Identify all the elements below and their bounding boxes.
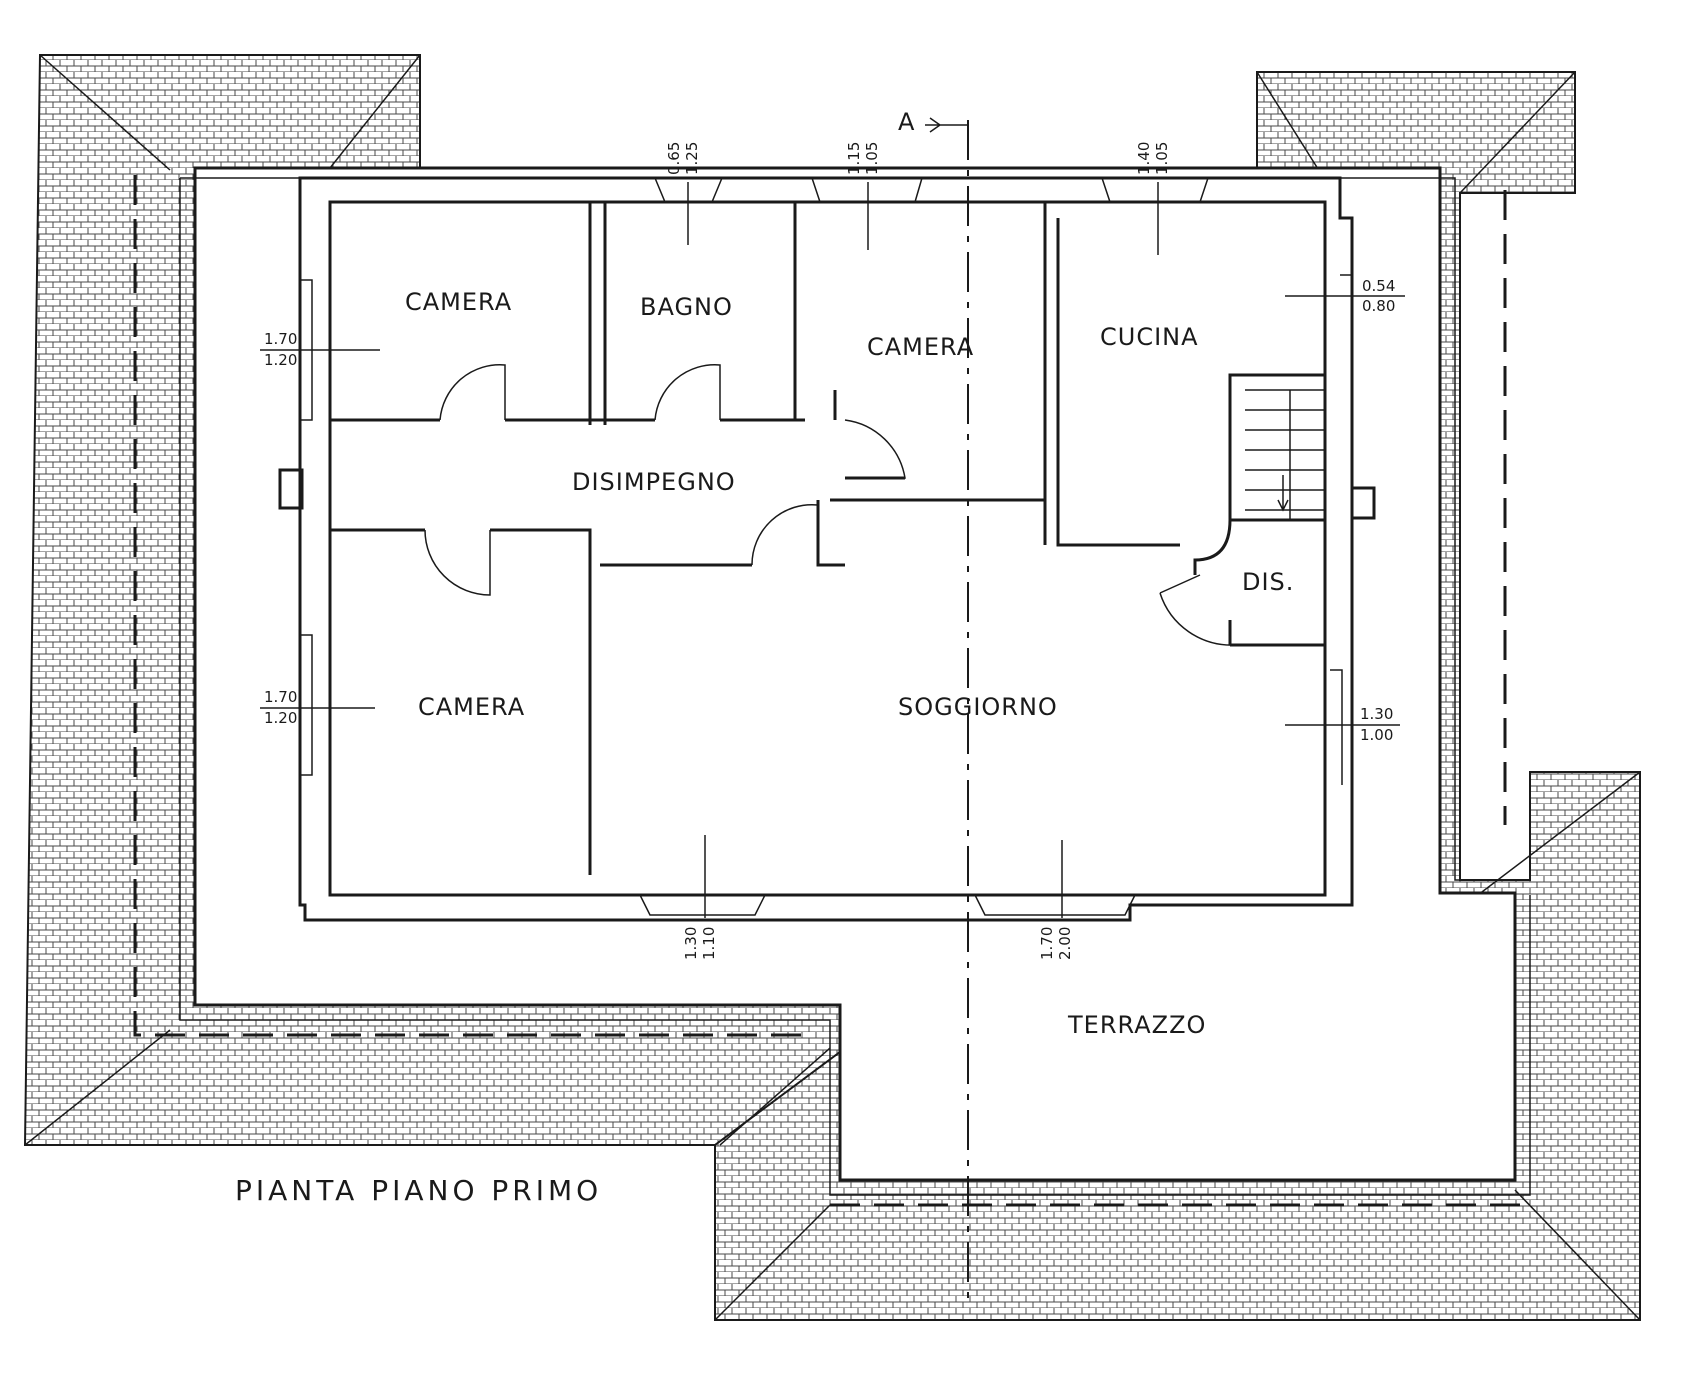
gutter-lines (133, 175, 1520, 1207)
room-terrazzo: TERRAZZO (1067, 1011, 1206, 1039)
plan-title: PIANTA PIANO PRIMO (235, 1174, 602, 1207)
door-swings (424, 364, 1236, 646)
room-cucina: CUCINA (1100, 323, 1199, 351)
room-disimpegno: DISIMPEGNO (572, 468, 736, 496)
room-dis: DIS. (1242, 568, 1294, 596)
dim-right-cucina-b: 0.80 (1362, 297, 1395, 315)
room-camera-3: CAMERA (418, 693, 525, 721)
dim-right-cucina-a: 0.54 (1362, 277, 1395, 295)
dim-right-soggiorno-b: 1.00 (1360, 726, 1393, 744)
dim-top-cucina-b: 1.05 (1153, 142, 1171, 175)
room-soggiorno: SOGGIORNO (898, 693, 1058, 721)
dim-left-camera1-b: 1.20 (264, 351, 297, 369)
room-labels: CAMERA BAGNO CAMERA CUCINA DISIMPEGNO DI… (405, 288, 1294, 1039)
room-camera-2: CAMERA (867, 333, 974, 361)
dim-bottom-right-a: 1.70 (1038, 927, 1056, 960)
dim-top-camera-b: 1.05 (863, 142, 881, 175)
room-bagno: BAGNO (640, 293, 733, 321)
dim-top-bagno-b: 1.25 (683, 142, 701, 175)
dim-bottom-right-b: 2.00 (1056, 927, 1074, 960)
section-marker: A (898, 108, 915, 136)
dim-top-bagno-a: 0.65 (665, 142, 683, 175)
dim-left-camera1-a: 1.70 (264, 330, 297, 348)
dim-top-camera-a: 1.15 (845, 142, 863, 175)
dim-left-camera3-a: 1.70 (264, 688, 297, 706)
outer-wall (298, 176, 1354, 922)
section-axis: A (898, 108, 969, 1300)
opening-dimensions: 0.65 1.25 1.15 1.05 1.40 1.05 0.54 0.80 … (260, 142, 1405, 960)
room-camera-1: CAMERA (405, 288, 512, 316)
dim-bottom-left-b: 1.10 (700, 927, 718, 960)
dim-bottom-left-a: 1.30 (682, 927, 700, 960)
dim-left-camera3-b: 1.20 (264, 709, 297, 727)
dim-right-soggiorno-a: 1.30 (1360, 705, 1393, 723)
dim-top-cucina-a: 1.40 (1135, 142, 1153, 175)
